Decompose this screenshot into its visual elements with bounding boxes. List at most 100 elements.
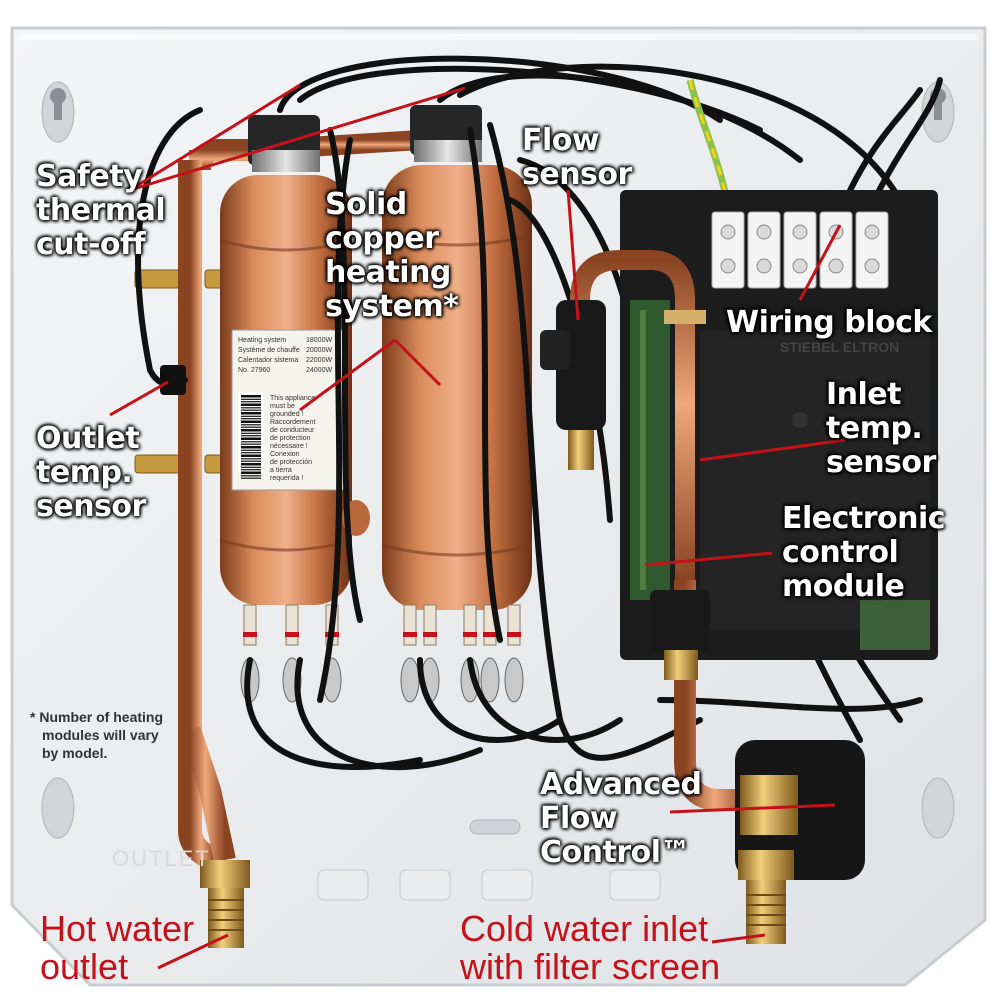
terminal-post (507, 604, 521, 646)
barcode-bar (241, 454, 261, 457)
terminal-post (285, 604, 299, 646)
terminal-screw (792, 224, 808, 240)
barcode-bar (241, 458, 261, 460)
terminal-block (747, 211, 781, 289)
barcode-bar (241, 449, 261, 451)
sticker-watt: 24000W (306, 367, 332, 374)
label-electronic-control-module: Electronic control module (782, 501, 946, 604)
label-inlet-temp-sensor: Inlet temp. sensor (826, 377, 936, 480)
barcode-bar (241, 446, 261, 449)
barcode-bar (241, 401, 261, 403)
sticker-notice: de conducteur (270, 427, 315, 434)
module-screw (792, 412, 808, 428)
sticker-notice: This appliance (270, 395, 315, 402)
terminal-screw (720, 224, 736, 240)
sticker-line: Heating system (238, 337, 286, 344)
barcode-bars (241, 395, 261, 479)
sticker-notice: a tierra (270, 467, 292, 474)
barcode-bar (241, 441, 261, 443)
terminal-screw (864, 258, 880, 274)
sticker-watt: 22000W (306, 357, 332, 364)
terminal-post (463, 604, 477, 646)
knockouts (317, 869, 661, 901)
barcode-bar (241, 412, 261, 415)
barcode-bar (241, 429, 261, 432)
terminal-band (483, 632, 497, 637)
barcode-bar (241, 420, 261, 423)
barcode-bar (241, 437, 261, 440)
terminal-band (403, 632, 417, 637)
barcode-bar (241, 443, 261, 445)
terminal-screw (720, 258, 736, 274)
barcode-bar (241, 432, 261, 434)
wiring-block (711, 211, 889, 289)
terminal-band (243, 632, 257, 637)
barcode-bar (241, 460, 261, 462)
module-brand: STIEBEL ELTRON (780, 339, 899, 355)
barcode-bar (241, 463, 261, 466)
terminal-band (423, 632, 437, 637)
label-hot-water-outlet: Hot water outlet (40, 908, 195, 987)
terminal-block (855, 211, 889, 289)
sticker-line: Calentador sistema (238, 357, 298, 364)
terminal-lug (504, 657, 524, 703)
terminal-post (423, 604, 437, 646)
sticker-notice: requerida ! (270, 475, 304, 482)
cold-inlet-fitting (738, 850, 794, 944)
label-copper-heating-system: Solid copper heating system* (325, 187, 459, 324)
barcode-bar (241, 475, 261, 477)
terminal-screw (828, 258, 844, 274)
slot-bottom-left (41, 777, 75, 839)
label-flow-sensor: Flow sensor (522, 123, 632, 192)
sticker-notice: grounded ! (270, 411, 304, 418)
sticker-watt: 18000W (306, 337, 332, 344)
terminal-block (711, 211, 745, 289)
sticker-watt: 20000W (306, 347, 332, 354)
outlet-temp-sensor (160, 365, 186, 395)
terminal-band (507, 632, 521, 637)
terminal-screw (792, 258, 808, 274)
terminal-band (285, 632, 299, 637)
barcode-bar (241, 435, 261, 437)
footnote-heating-modules: * Number of heating modules will vary by… (30, 709, 164, 761)
inlet-pipe (570, 250, 750, 811)
barcode-bar (241, 403, 261, 406)
terminal-screw (864, 224, 880, 240)
terminal-lug (480, 657, 500, 703)
terminal-block (819, 211, 853, 289)
terminal-screw (756, 224, 772, 240)
barcode-bar (241, 398, 261, 400)
barcode-bar (241, 395, 261, 398)
hot-outlet-fitting (200, 860, 250, 948)
terminal-band (463, 632, 477, 637)
terminal-block (783, 211, 817, 289)
sticker-notice: de protección (270, 459, 312, 466)
barcode-bar (241, 426, 261, 428)
barcode-bar (241, 424, 261, 426)
barcode-bar (241, 407, 261, 409)
label-outlet-temp-sensor: Outlet temp. sensor (36, 421, 146, 524)
leader-lines (109, 83, 846, 970)
terminal-screw (756, 258, 772, 274)
barcode-bar (241, 415, 261, 417)
barcode-bar (241, 409, 261, 411)
sticker-line: No. 27960 (238, 367, 270, 374)
label-cold-water-inlet: Cold water inlet with filter screen (460, 908, 721, 987)
barcode-bar (241, 469, 261, 471)
terminal-post (403, 604, 417, 646)
label-advanced-flow-control: Advanced Flow Control™ (540, 767, 702, 870)
slot-bottom-right (921, 777, 955, 839)
barcode-bar (241, 477, 261, 479)
sticker-notice: Raccordement (270, 419, 316, 426)
embossed-outlet-text: OUTLET (112, 846, 211, 871)
barcode-bar (241, 418, 261, 420)
heating-tank-right (381, 105, 533, 610)
barcode-bar (241, 466, 261, 468)
barcode-bar (241, 452, 261, 454)
sticker-notice: de protection (270, 435, 311, 442)
terminal-lug (400, 657, 420, 703)
sticker-notice: Conexion (270, 451, 300, 458)
terminal-post (243, 604, 257, 646)
